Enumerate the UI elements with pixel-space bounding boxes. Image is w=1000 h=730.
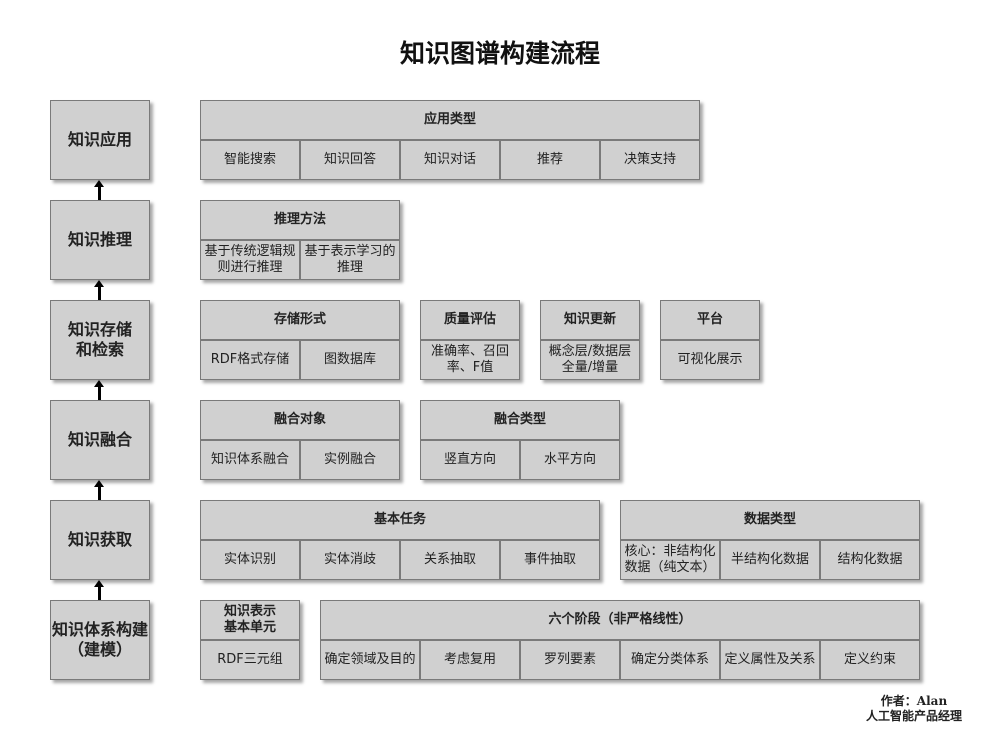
arrow-up-icon [94, 480, 104, 500]
group-item: RDF格式存储 [200, 340, 300, 380]
category-group: 融合类型竖直方向水平方向 [420, 400, 620, 480]
category-group: 质量评估准确率、召回率、F值 [420, 300, 520, 380]
category-group: 平台可视化展示 [660, 300, 760, 380]
group-item: 确定分类体系 [620, 640, 720, 680]
group-item: 定义约束 [820, 640, 920, 680]
group-header: 应用类型 [200, 100, 700, 140]
group-header: 存储形式 [200, 300, 400, 340]
group-header: 推理方法 [200, 200, 400, 240]
group-item: 水平方向 [520, 440, 620, 480]
group-header: 基本任务 [200, 500, 600, 540]
group-item: 可视化展示 [660, 340, 760, 380]
group-item: 实体消歧 [300, 540, 400, 580]
group-item: 核心：非结构化数据（纯文本） [620, 540, 720, 580]
stage-box: 知识获取 [50, 500, 150, 580]
category-group: 融合对象知识体系融合实例融合 [200, 400, 400, 480]
group-item: 半结构化数据 [720, 540, 820, 580]
group-item: 实体识别 [200, 540, 300, 580]
group-item: 推荐 [500, 140, 600, 180]
diagram-title: 知识图谱构建流程 [399, 39, 600, 68]
stage-box: 知识推理 [50, 200, 150, 280]
group-header: 知识表示 基本单元 [200, 600, 300, 640]
group-item: 定义属性及关系 [720, 640, 820, 680]
group-item: 知识回答 [300, 140, 400, 180]
author-name: 作者：Alan [880, 694, 948, 708]
group-header: 融合对象 [200, 400, 400, 440]
group-item: 实例融合 [300, 440, 400, 480]
group-item: 智能搜索 [200, 140, 300, 180]
group-item: 考虑复用 [420, 640, 520, 680]
group-item: 确定领域及目的 [320, 640, 420, 680]
category-group: 六个阶段（非严格线性）确定领域及目的考虑复用罗列要素确定分类体系定义属性及关系定… [320, 600, 920, 680]
group-item: 罗列要素 [520, 640, 620, 680]
author-credit: 作者：Alan 人工智能产品经理 [866, 694, 962, 724]
arrow-up-icon [94, 580, 104, 600]
group-header: 知识更新 [540, 300, 640, 340]
category-group: 数据类型核心：非结构化数据（纯文本）半结构化数据结构化数据 [620, 500, 920, 580]
group-header: 六个阶段（非严格线性） [320, 600, 920, 640]
stage-box: 知识体系构建 （建模） [50, 600, 150, 680]
group-item: 图数据库 [300, 340, 400, 380]
group-item: 概念层/数据层全量/增量 [540, 340, 640, 380]
stage-box: 知识应用 [50, 100, 150, 180]
group-item: 关系抽取 [400, 540, 500, 580]
group-item: 知识体系融合 [200, 440, 300, 480]
stage-box: 知识融合 [50, 400, 150, 480]
stage-box: 知识存储 和检索 [50, 300, 150, 380]
group-item: 基于表示学习的推理 [300, 240, 400, 280]
group-item: RDF三元组 [200, 640, 300, 680]
author-role: 人工智能产品经理 [865, 709, 962, 723]
group-header: 平台 [660, 300, 760, 340]
group-item: 基于传统逻辑规则进行推理 [200, 240, 300, 280]
group-item: 决策支持 [600, 140, 700, 180]
category-group: 知识更新概念层/数据层全量/增量 [540, 300, 640, 380]
group-item: 结构化数据 [820, 540, 920, 580]
group-header: 质量评估 [420, 300, 520, 340]
arrow-up-icon [94, 180, 104, 200]
arrow-up-icon [94, 380, 104, 400]
group-item: 准确率、召回率、F值 [420, 340, 520, 380]
group-item: 知识对话 [400, 140, 500, 180]
category-group: 应用类型智能搜索知识回答知识对话推荐决策支持 [200, 100, 700, 180]
category-group: 推理方法基于传统逻辑规则进行推理基于表示学习的推理 [200, 200, 400, 280]
arrow-up-icon [94, 280, 104, 300]
category-group: 基本任务实体识别实体消歧关系抽取事件抽取 [200, 500, 600, 580]
group-item: 事件抽取 [500, 540, 600, 580]
group-header: 融合类型 [420, 400, 620, 440]
group-item: 竖直方向 [420, 440, 520, 480]
group-header: 数据类型 [620, 500, 920, 540]
